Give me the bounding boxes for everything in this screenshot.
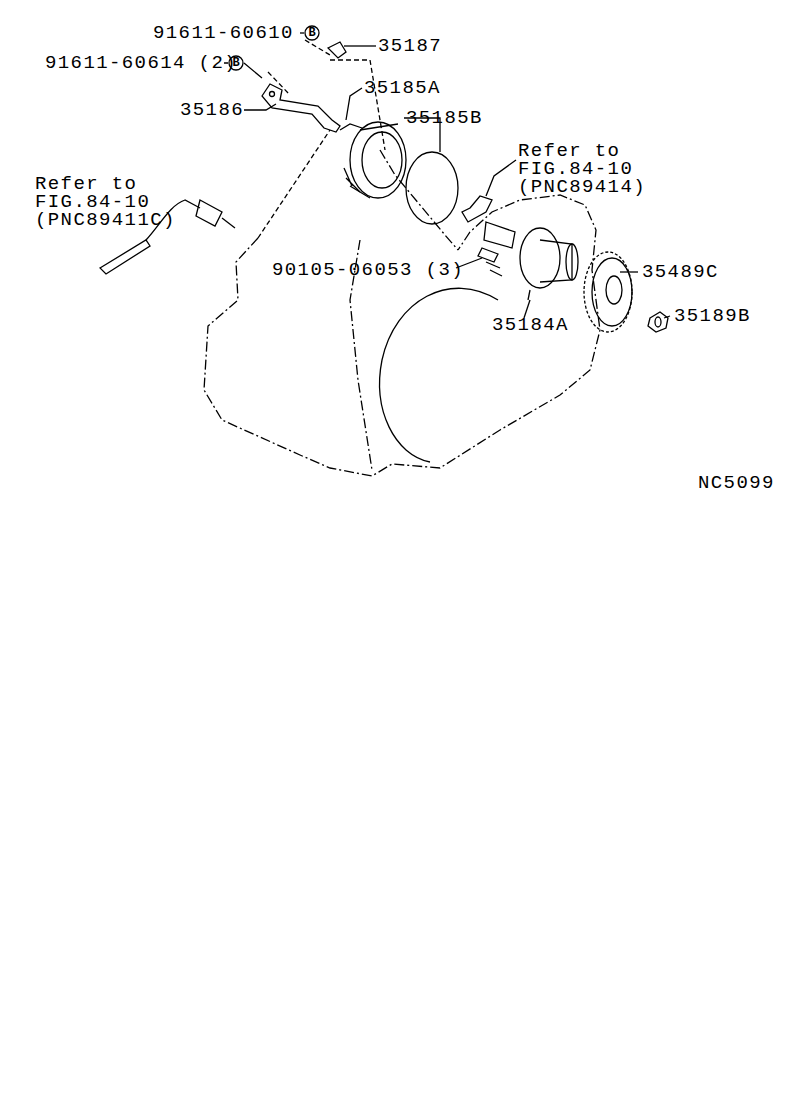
part-number: 91611-60610 <box>153 24 294 42</box>
part-number: 90105-06053 (3) <box>272 261 464 279</box>
reference-note: Refer to FIG.84-10 (PNC89411C) <box>35 175 195 229</box>
part-number: 91611-60614 (2) <box>45 54 237 72</box>
bolt-mark: B <box>305 26 319 40</box>
part-number: 35187 <box>378 37 442 55</box>
part-number: 35189B <box>674 307 751 325</box>
figure-code: NC5099 <box>698 474 775 492</box>
reference-note: Refer to FIG.84-10 (PNC89414) <box>518 142 668 196</box>
part-number: 35185A <box>364 79 441 97</box>
bolt-mark: B <box>229 56 243 70</box>
part-number: 35184A <box>492 316 569 334</box>
part-number: 35185B <box>406 109 483 127</box>
part-number: 35186 <box>180 101 244 119</box>
part-number: 35489C <box>642 263 719 281</box>
